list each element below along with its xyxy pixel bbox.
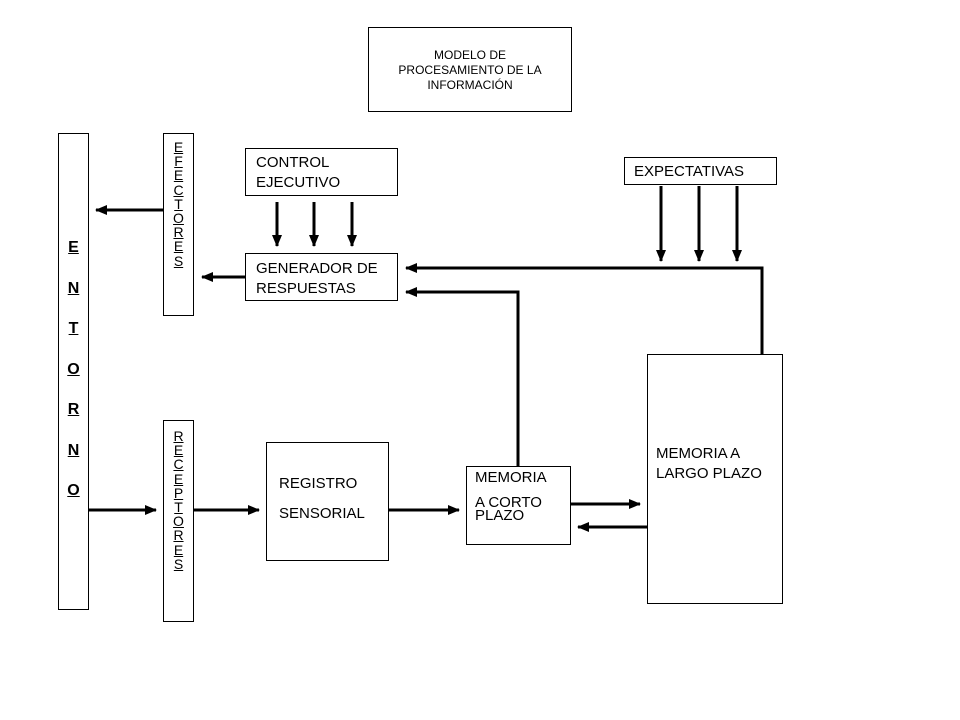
- efectores-letter: F: [174, 153, 183, 170]
- expectativas-box: EXPECTATIVAS: [624, 157, 777, 185]
- expectativas-label: EXPECTATIVAS: [634, 163, 745, 180]
- receptores-letter: R: [173, 428, 184, 444]
- entorno-letter: O: [67, 360, 80, 378]
- efectores-letter: O: [173, 210, 184, 227]
- arrow-largo-plazo-to-generador: [405, 263, 764, 354]
- efectores-letter: R: [173, 224, 184, 241]
- receptores-letter: E: [173, 470, 184, 487]
- efectores-letter: E: [173, 238, 184, 255]
- entorno-box: E N T O R N O: [58, 133, 89, 610]
- memoria-largo-plazo-label: MEMORIA A LARGO PLAZO: [656, 445, 762, 482]
- memoria-corto-plazo-box: MEMORIA A CORTO PLAZO: [466, 466, 571, 545]
- receptores-letter: T: [174, 499, 183, 516]
- memoria-largo-plazo-box: MEMORIA A LARGO PLAZO: [647, 354, 783, 604]
- efectores-letter: E: [173, 167, 184, 184]
- entorno-letter: N: [67, 279, 80, 297]
- entorno-letter: O: [67, 482, 80, 499]
- efectores-letter: T: [174, 195, 183, 212]
- registro-sensorial-box: REGISTRO SENSORIAL: [266, 442, 389, 561]
- receptores-letter: R: [173, 527, 184, 544]
- receptores-letter: S: [173, 555, 184, 572]
- efectores-letter: S: [173, 252, 184, 269]
- entorno-letter: E: [68, 239, 79, 256]
- efectores-letter: E: [173, 139, 184, 155]
- entorno-label: E N T O R N O: [59, 228, 88, 512]
- receptores-letter: O: [173, 513, 184, 530]
- arrow-corto-plazo-to-generador: [405, 287, 520, 466]
- diagram-title: MODELO DE PROCESAMIENTO DE LA INFORMACIÓ…: [398, 48, 542, 92]
- efectores-letter: C: [173, 181, 184, 198]
- registro-sensorial-label: REGISTRO SENSORIAL: [279, 475, 365, 522]
- entorno-letter: R: [67, 401, 80, 418]
- receptores-letter: E: [173, 442, 184, 459]
- generador-respuestas-box: GENERADOR DE RESPUESTAS: [245, 253, 398, 301]
- entorno-letter: T: [68, 320, 79, 337]
- receptores-letter: C: [173, 456, 184, 473]
- title-box: MODELO DE PROCESAMIENTO DE LA INFORMACIÓ…: [368, 27, 572, 112]
- receptores-letter: E: [173, 541, 184, 558]
- receptores-letter: P: [173, 484, 184, 501]
- memoria-corto-plazo-label: MEMORIA A CORTO PLAZO: [475, 469, 547, 524]
- control-ejecutivo-box: CONTROL EJECUTIVO: [245, 148, 398, 196]
- generador-respuestas-label: GENERADOR DE RESPUESTAS: [256, 260, 378, 297]
- entorno-letter: N: [67, 441, 80, 459]
- control-ejecutivo-label: CONTROL EJECUTIVO: [256, 154, 341, 191]
